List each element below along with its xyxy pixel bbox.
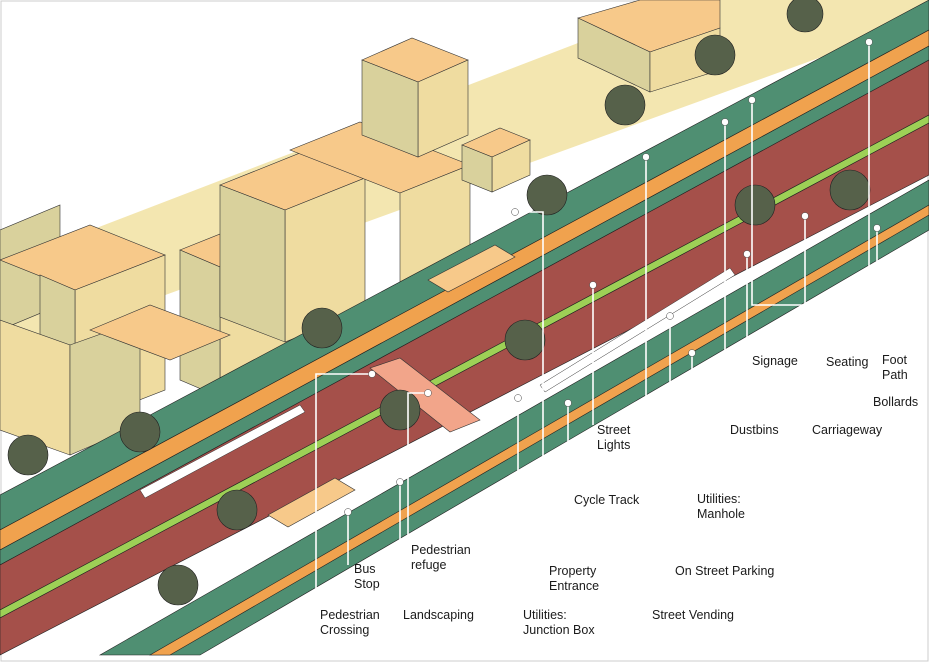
label-signage: Signage xyxy=(752,354,798,368)
trees xyxy=(7,0,871,606)
label-pedestrian-refuge: Pedestrian refuge xyxy=(411,543,471,572)
label-landscaping: Landscaping xyxy=(403,608,474,622)
buildings xyxy=(0,0,721,456)
leader-dots xyxy=(344,38,881,516)
label-bus-stop: Bus Stop xyxy=(354,562,380,591)
leader-lines xyxy=(315,42,878,625)
label-utilities-manhole: Utilities: Manhole xyxy=(697,492,745,521)
label-street-vending: Street Vending xyxy=(652,608,735,622)
label-seating: Seating xyxy=(826,355,869,369)
label-street-lights: Street Lights xyxy=(597,423,631,452)
label-bollards: Bollards xyxy=(873,395,919,409)
label-carriageway: Carriageway xyxy=(812,423,883,437)
label-pedestrian-crossing: Pedestrian Crossing xyxy=(320,608,380,637)
back-carriageway xyxy=(0,59,929,611)
label-foot-path: Foot Path xyxy=(882,353,908,382)
back-cycle-track xyxy=(0,29,929,551)
label-on-street-parking: On Street Parking xyxy=(675,564,775,578)
label-dustbins: Dustbins xyxy=(730,423,779,437)
label-utilities-junction-box: Utilities: Junction Box xyxy=(523,608,595,637)
bus-stop-shelters xyxy=(267,244,516,528)
parking-strip-left xyxy=(139,404,306,499)
label-cycle-track: Cycle Track xyxy=(574,493,640,507)
back-green-strip xyxy=(0,45,929,566)
label-property-entrance: Property Entrance xyxy=(549,564,600,593)
